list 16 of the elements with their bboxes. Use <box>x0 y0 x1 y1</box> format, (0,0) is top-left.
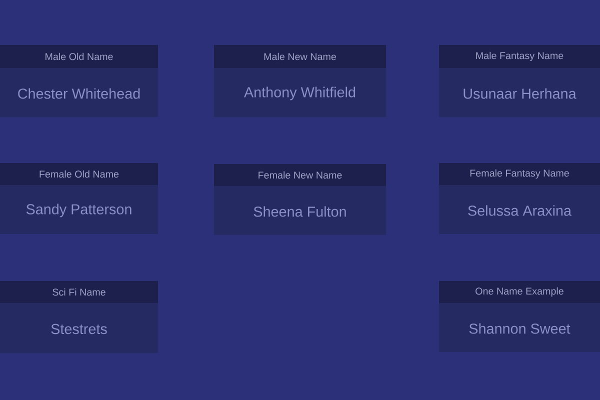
name-text: Anthony Whitfield <box>244 86 356 100</box>
name-text: Selussa Araxina <box>468 205 572 216</box>
card-heading: Male Fantasy Name <box>476 52 564 62</box>
name-text: Shannon Sweet <box>469 323 570 334</box>
card-heading: Male New Name <box>264 52 336 60</box>
name-text: Sheena Fulton <box>254 206 346 217</box>
name-text: Chester Whitehead <box>18 88 140 99</box>
card-heading: Female New Name <box>258 171 342 179</box>
name-text: Stestrets <box>51 324 107 334</box>
card-heading: Male Old Name <box>46 52 113 60</box>
name-text: Usunaar Herhana <box>464 88 576 99</box>
name-text: Sandy Patterson <box>26 204 132 218</box>
card-heading: One Name Example <box>476 287 564 297</box>
card-heading: Female Fantasy Name <box>470 169 569 179</box>
card-heading: Sci Fi Name <box>52 288 106 296</box>
card-heading: Female Old Name <box>40 170 119 178</box>
